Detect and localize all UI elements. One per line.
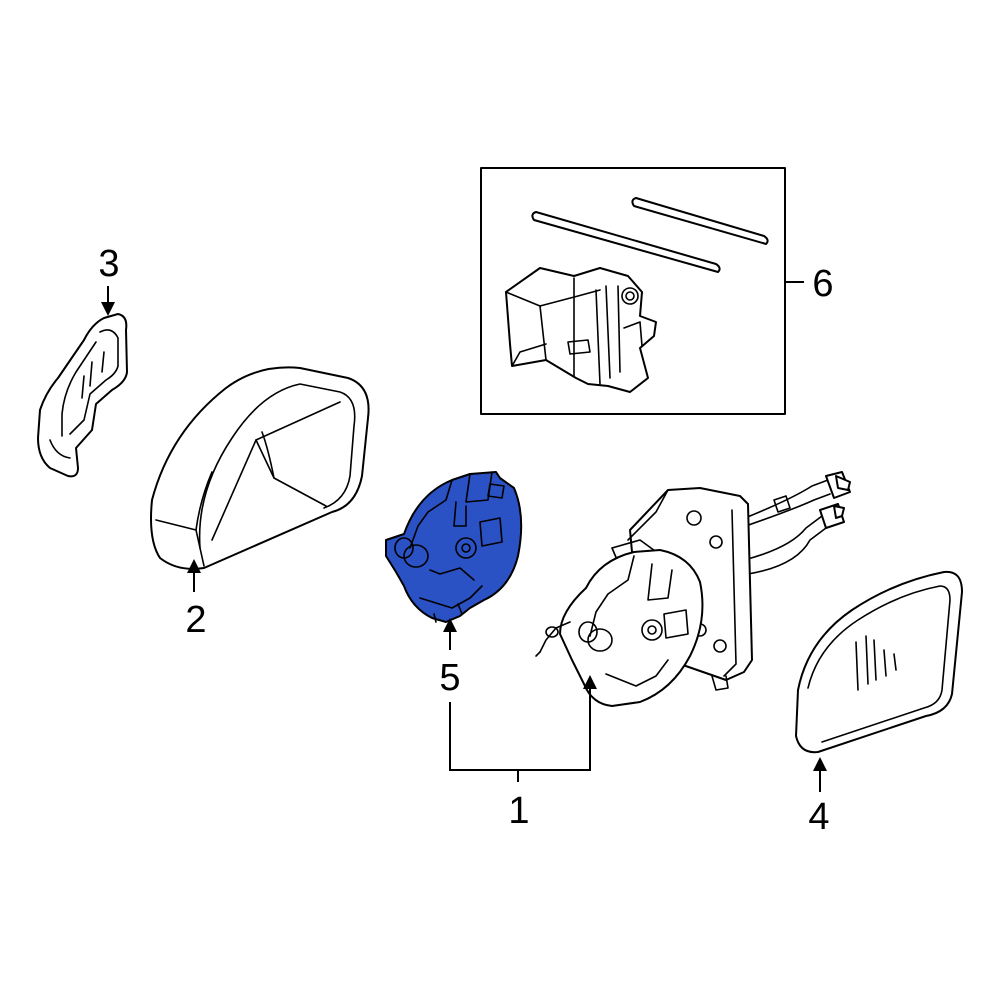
callout-6: 6 xyxy=(786,263,834,305)
callout-1-bracket xyxy=(449,688,591,771)
assembly-pivot-knob xyxy=(587,628,613,652)
callout-1-arrowhead xyxy=(583,675,597,689)
callout-6-label: 6 xyxy=(812,263,833,305)
motor-pivot-knob xyxy=(403,544,429,568)
callout-2-label: 2 xyxy=(185,599,206,641)
callout-4-arrowhead xyxy=(813,757,827,771)
motor-unit xyxy=(505,267,657,393)
callout-3-arrowhead xyxy=(101,302,115,316)
callout-3-label: 3 xyxy=(98,243,119,285)
part-4-mirror-glass[interactable] xyxy=(795,570,963,754)
callout-1: 1 xyxy=(449,675,597,832)
adjuster-rod-long xyxy=(531,211,721,273)
callout-5: 5 xyxy=(439,618,461,699)
callout-4-label: 4 xyxy=(808,796,829,838)
callout-4: 4 xyxy=(808,757,830,838)
part-2-mirror-housing[interactable] xyxy=(150,366,370,570)
callout-5-label: 5 xyxy=(439,657,460,699)
callout-3: 3 xyxy=(98,243,120,316)
adjuster-rod-short xyxy=(631,197,769,245)
part-1-mirror-assembly[interactable] xyxy=(535,471,851,707)
callout-2: 2 xyxy=(185,559,207,641)
callout-1-label: 1 xyxy=(508,790,529,832)
part-5-mirror-motor[interactable] xyxy=(385,471,523,623)
callout-5-arrowhead xyxy=(443,618,457,632)
callout-2-arrowhead xyxy=(187,559,201,573)
part-3-cover-trim[interactable] xyxy=(37,313,128,478)
part-6-motor-kit[interactable] xyxy=(480,167,786,415)
